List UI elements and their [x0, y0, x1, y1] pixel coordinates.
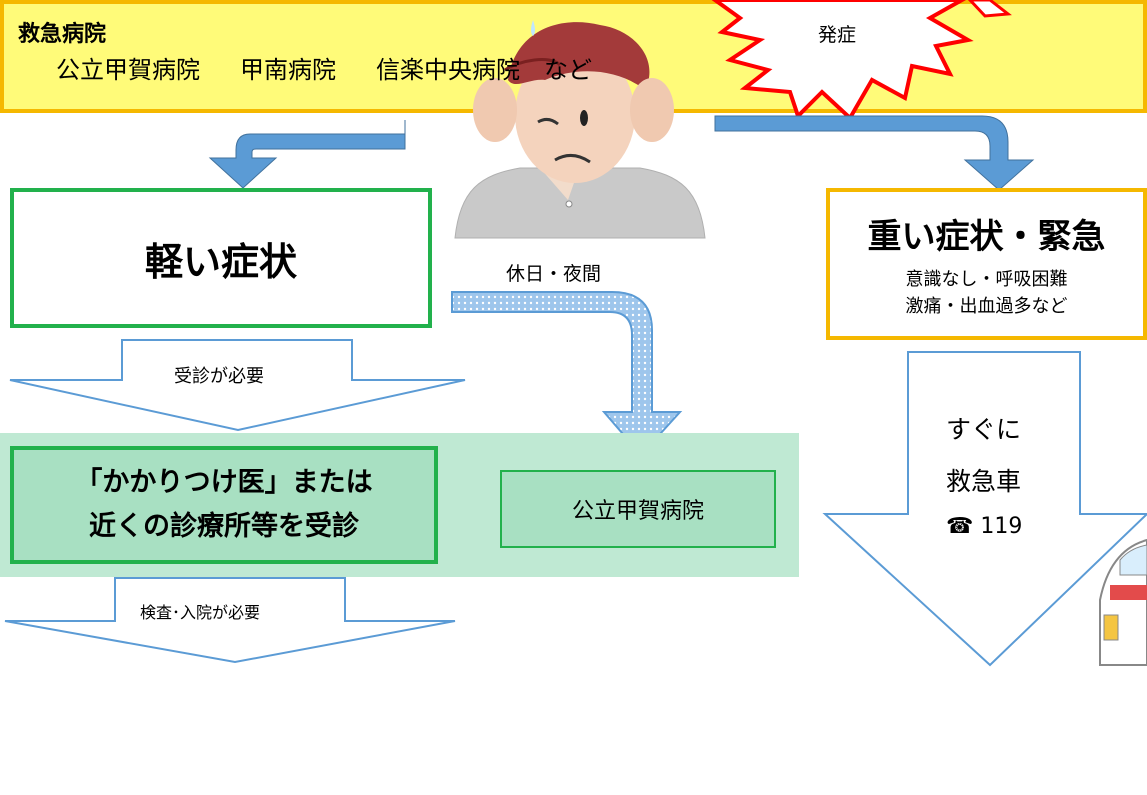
severe-symptoms-title: 重い症状・緊急	[867, 216, 1106, 257]
mild-symptoms-box: 軽い症状	[10, 188, 432, 328]
mild-symptoms-title: 軽い症状	[144, 239, 297, 284]
public-hospital-box: 公立甲賀病院	[500, 470, 776, 548]
arrow-to-public-hospital	[451, 291, 683, 457]
ambulance-line1: すぐに	[946, 415, 1022, 444]
family-doctor-box: 「かかりつけ医」または 近くの診療所等を受診	[10, 446, 438, 564]
hospital-name: 公立甲賀病院	[56, 56, 200, 84]
ambulance-icon	[1099, 538, 1147, 666]
worried-person-illustration	[454, 20, 706, 239]
visit-needed-label: 受診が必要	[174, 366, 264, 387]
emergency-hospitals-list: 公立甲賀病院 甲南病院 信楽中央病院など	[56, 50, 592, 85]
emergency-hospitals-heading: 救急病院	[18, 22, 107, 47]
ambulance-line2: 救急車	[946, 467, 1022, 496]
phone-number: 119	[980, 514, 1023, 539]
time-note: 休日・夜間	[506, 263, 602, 285]
hospital-name: 甲南病院	[240, 56, 336, 84]
hospital-etc: など	[544, 56, 592, 84]
phone-row: ☎ 119	[946, 514, 1022, 539]
severe-symptom-line: 意識なし・呼吸困難	[905, 268, 1068, 290]
arrow-to-severe	[714, 115, 1035, 191]
exam-needed-label: 検査･入院が必要	[140, 603, 261, 622]
hospital-name: 信楽中央病院	[376, 56, 520, 84]
phone-icon: ☎	[946, 514, 974, 539]
family-doctor-line2: 近くの診療所等を受診	[89, 511, 359, 542]
severe-symptom-line: 激痛・出血過多など	[905, 295, 1068, 317]
onset-burst-icon	[711, 0, 974, 122]
arrow-ambulance	[822, 351, 1147, 667]
family-doctor-line1: 「かかりつけ医」または	[75, 467, 373, 498]
severe-symptoms-box: 重い症状・緊急 意識なし・呼吸困難 激痛・出血過多など	[826, 188, 1147, 340]
onset-label: 発症	[818, 24, 857, 46]
arrow-to-mild	[208, 120, 406, 189]
arrow-exam-needed	[4, 577, 456, 664]
public-hospital-label: 公立甲賀病院	[571, 499, 704, 524]
arrow-visit-needed	[9, 339, 466, 432]
